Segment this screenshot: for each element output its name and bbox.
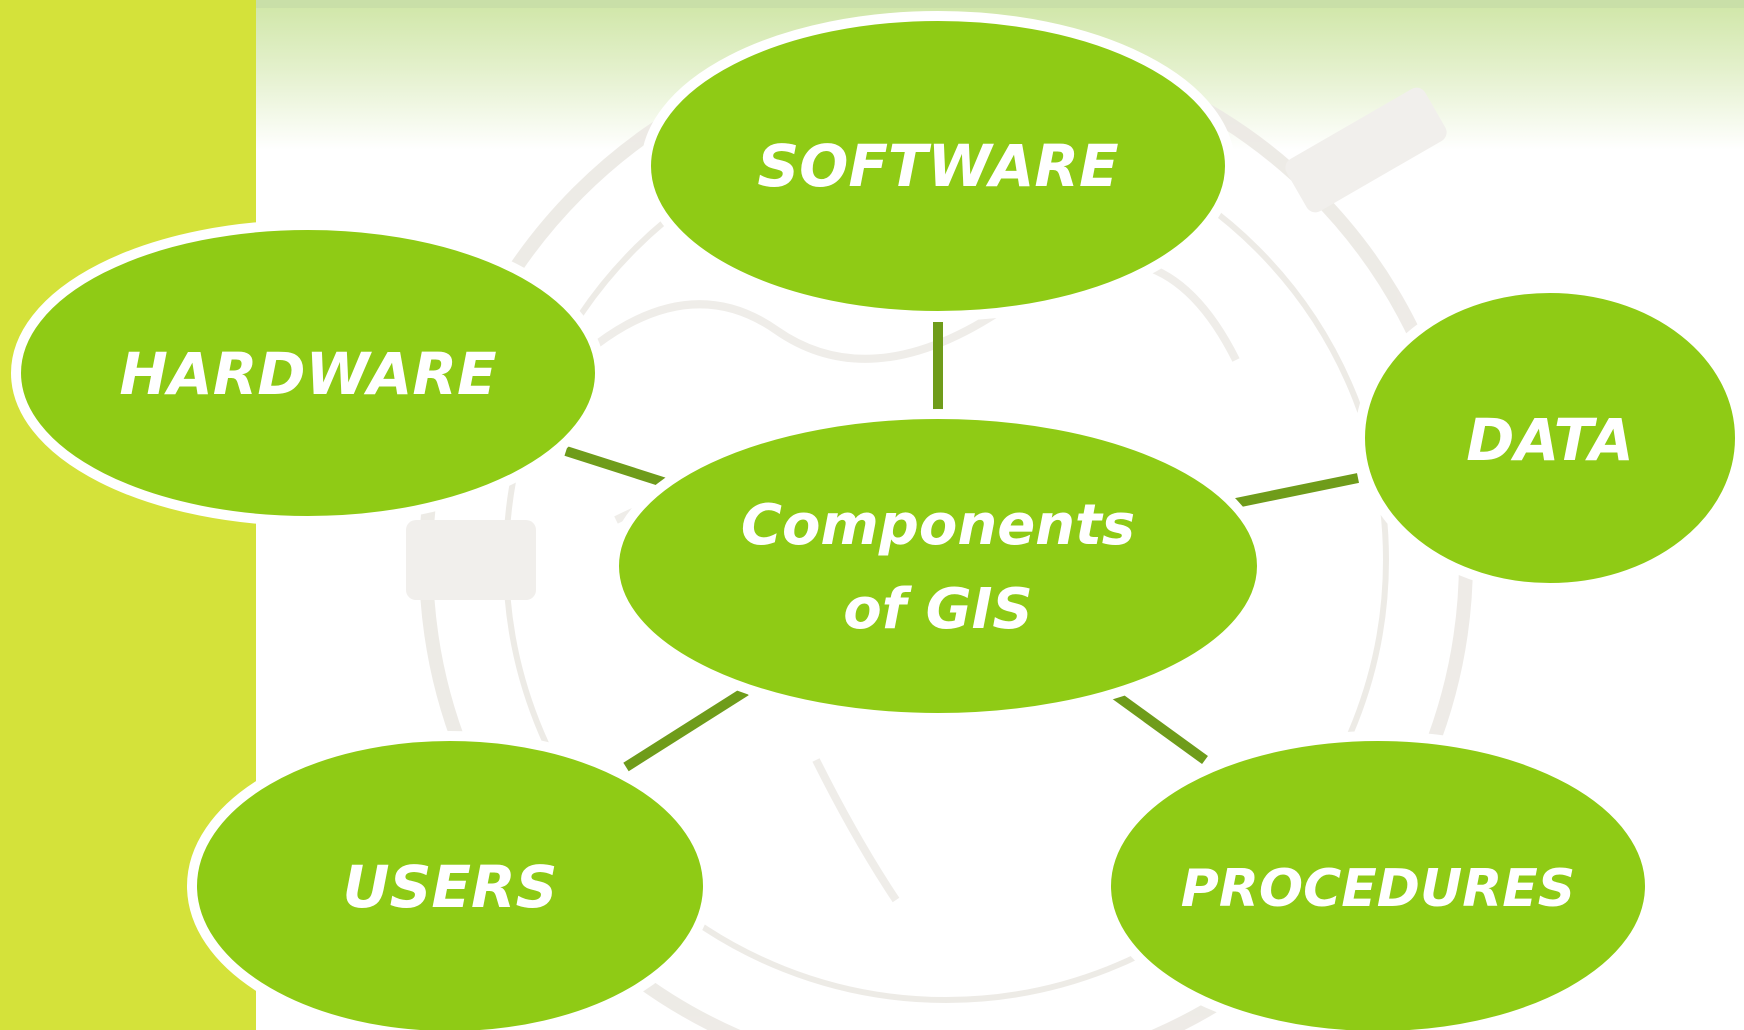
node-procedures: PROCEDURES (1101, 731, 1655, 1030)
connector-data (1234, 473, 1360, 508)
node-hardware-label: HARDWARE (119, 340, 496, 408)
node-procedures-label: PROCEDURES (1181, 859, 1575, 919)
connector-hardware (564, 446, 668, 488)
node-users-label: USERS (343, 853, 558, 921)
node-software: SOFTWARE (641, 11, 1235, 321)
center-label-line2: of GIS (843, 577, 1032, 642)
node-software-label: SOFTWARE (757, 132, 1118, 200)
node-center: Components of GIS (609, 409, 1267, 723)
center-label-line1: Components (741, 493, 1135, 558)
node-data: DATA (1355, 283, 1744, 593)
connector-procedures (1111, 689, 1208, 765)
top-band-edge (256, 0, 1744, 8)
node-hardware: HARDWARE (11, 220, 605, 526)
node-data-label: DATA (1466, 406, 1633, 474)
connector-users (623, 686, 749, 772)
node-users: USERS (187, 731, 713, 1030)
